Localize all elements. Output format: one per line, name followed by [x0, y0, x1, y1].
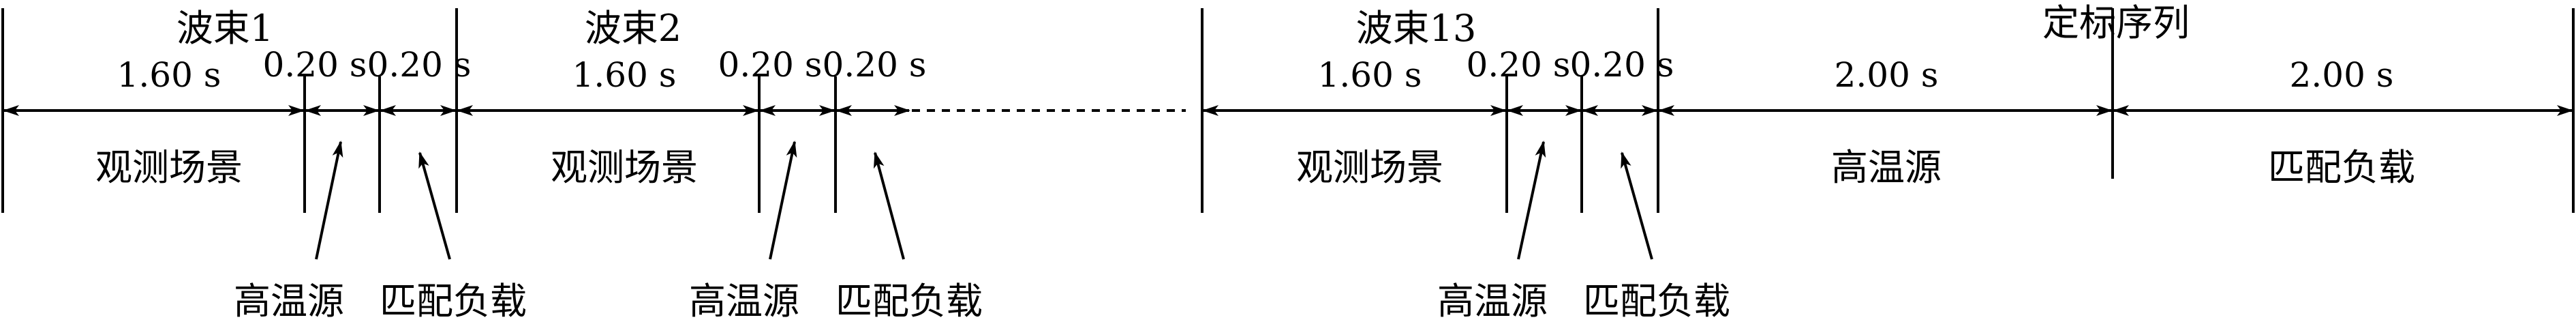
beam-label: 波束13	[1356, 7, 1477, 50]
callout-label: 高温源	[234, 280, 344, 322]
beam-label: 波束1	[177, 7, 273, 50]
calibration-label: 定标序列	[2042, 1, 2190, 44]
callout-arrow	[1517, 141, 1546, 260]
duration-label: 1.60 s	[572, 55, 677, 95]
callout-arrow	[418, 151, 451, 260]
segment-label: 观测场景	[95, 146, 243, 189]
segment-label: 高温源	[1831, 146, 1942, 189]
duration-label: 0.20 s	[1467, 45, 1571, 85]
boundary-lines	[1, 8, 2575, 213]
callout-label: 匹配负载	[1583, 280, 1730, 322]
callout-arrow	[873, 151, 905, 260]
duration-label: 1.60 s	[117, 55, 221, 95]
beam-2: 波束2 1.60 s 0.20 s 0.20 s 观测场景 高温源 匹配负载	[551, 7, 983, 322]
beam-13: 波束13 1.60 s 0.20 s 0.20 s 观测场景 高温源 匹配负载	[1296, 7, 1730, 322]
duration-label: 2.00 s	[1835, 55, 1939, 95]
duration-label: 0.20 s	[367, 45, 472, 85]
callout-label: 高温源	[1437, 280, 1548, 322]
duration-label: 0.20 s	[718, 45, 823, 85]
duration-label: 1.60 s	[1318, 55, 1422, 95]
callout-arrow	[1621, 151, 1653, 260]
duration-label: 0.20 s	[823, 45, 927, 85]
callout-arrow	[315, 141, 343, 260]
callout-label: 匹配负载	[835, 280, 983, 322]
callout-label: 高温源	[689, 280, 799, 322]
segment-label: 观测场景	[551, 146, 698, 189]
duration-label: 2.00 s	[2290, 55, 2394, 95]
calibration-sequence: 定标序列 2.00 s 2.00 s 高温源 匹配负载	[1831, 1, 2415, 189]
duration-label: 0.20 s	[1570, 45, 1674, 85]
callout-pointers	[315, 141, 1653, 260]
callout-arrow	[769, 141, 797, 260]
segment-label: 匹配负载	[2268, 146, 2415, 189]
callout-label: 匹配负载	[380, 280, 527, 322]
beam-1: 波束1 1.60 s 0.20 s 0.20 s 观测场景 高温源 匹配负载	[95, 7, 527, 322]
duration-label: 0.20 s	[263, 45, 367, 85]
beam-label: 波束2	[585, 7, 681, 50]
segment-label: 观测场景	[1296, 146, 1443, 189]
